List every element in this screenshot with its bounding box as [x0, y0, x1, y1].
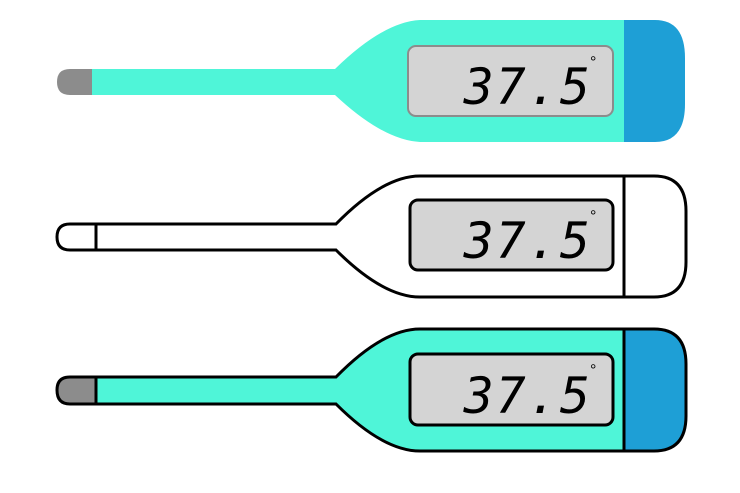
thermometer-3: 37.5 ° — [55, 327, 688, 453]
thermometer-3-reading: 37.5 — [463, 367, 592, 425]
thermometer-1-display — [407, 45, 614, 117]
thermometer-3-display — [408, 352, 615, 427]
thermometer-1: 37.5 ° — [57, 20, 685, 142]
thermometer-2: 37.5 ° — [55, 174, 688, 299]
thermometer-1-cap — [624, 20, 685, 142]
thermometer-2-display — [408, 198, 615, 272]
thermometer-1-reading: 37.5 — [463, 58, 592, 116]
thermometer-2-tip — [55, 222, 98, 252]
thermometer-3-tip — [55, 375, 98, 406]
thermometer-2-degree-symbol: ° — [590, 208, 596, 225]
thermometer-1-tip — [57, 69, 92, 95]
thermometer-3-cap — [622, 327, 688, 453]
thermometer-1-degree-symbol: ° — [590, 54, 596, 71]
thermometer-2-reading: 37.5 — [463, 212, 592, 270]
thermometer-3-degree-symbol: ° — [590, 362, 596, 379]
